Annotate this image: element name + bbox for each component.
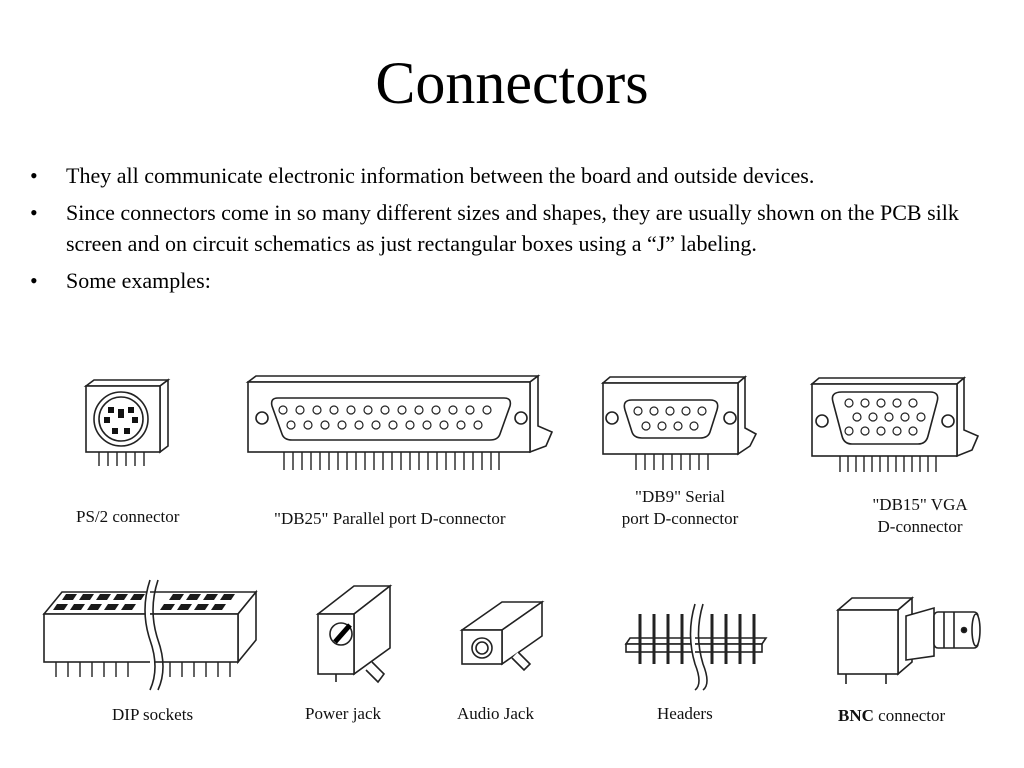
caption-db15-line1: "DB15" VGA xyxy=(872,495,968,514)
bullet-item: • Since connectors come in so many differ… xyxy=(30,197,990,259)
caption-db9-line2: port D-connector xyxy=(621,509,739,528)
caption-ps2: PS/2 connector xyxy=(76,507,180,526)
caption-db15: "DB15" VGA D-connector xyxy=(850,494,990,538)
caption-bnc: BNC connector xyxy=(838,705,945,727)
caption-db9: "DB9" Serial port D-connector xyxy=(600,486,760,530)
bullet-list: • They all communicate electronic informa… xyxy=(30,160,990,302)
caption-db9-line1: "DB9" Serial xyxy=(635,487,725,506)
caption-power-jack: Power jack xyxy=(305,704,382,723)
audio-jack-illustration xyxy=(459,600,545,672)
headers-illustration xyxy=(624,603,768,691)
bullet-text: Some examples: xyxy=(66,268,211,293)
caption-bnc-rest: connector xyxy=(873,706,946,725)
dip-socket-illustration xyxy=(42,579,258,691)
caption-headers: Headers xyxy=(657,704,713,723)
power-jack-illustration xyxy=(315,584,393,684)
db9-connector-illustration xyxy=(600,375,758,470)
bullet-item: • They all communicate electronic informa… xyxy=(30,160,990,191)
bullet-dot: • xyxy=(30,268,38,293)
caption-dip: DIP sockets xyxy=(112,705,194,724)
bullet-dot: • xyxy=(30,163,38,188)
bullet-text: They all communicate electronic informat… xyxy=(66,163,815,188)
bullet-dot: • xyxy=(30,200,38,225)
caption-db15-line2: D-connector xyxy=(877,517,963,536)
slide-title: Connectors xyxy=(375,50,649,116)
bullet-text: Since connectors come in so many differe… xyxy=(66,200,959,256)
bnc-connector-illustration xyxy=(835,596,981,684)
caption-bnc-bold: BNC xyxy=(838,706,874,725)
caption-audio-jack: Audio Jack xyxy=(457,704,534,723)
caption-db25: "DB25" Parallel port D-connector xyxy=(274,509,506,528)
ps2-connector-illustration xyxy=(83,378,171,466)
db25-connector-illustration xyxy=(245,374,554,470)
bullet-item: • Some examples: xyxy=(30,265,990,296)
db15-connector-illustration xyxy=(809,376,980,472)
